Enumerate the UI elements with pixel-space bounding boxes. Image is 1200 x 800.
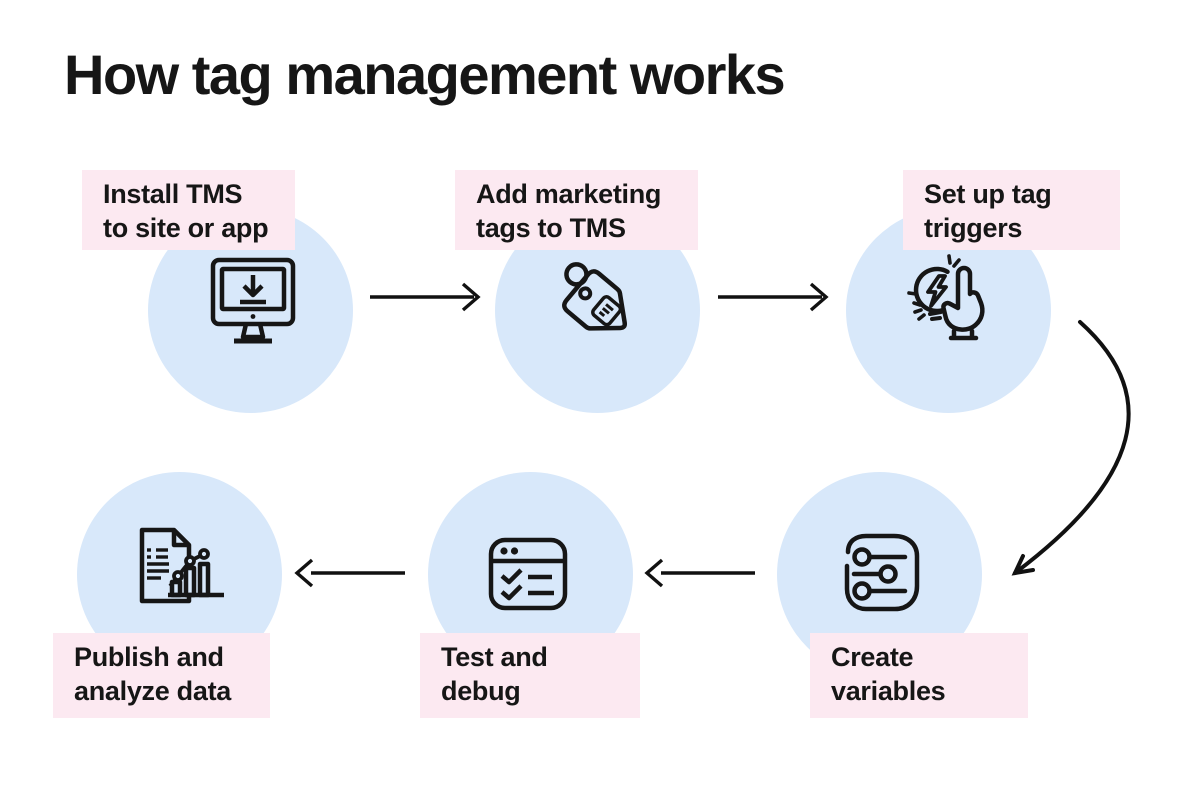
arrow-step1-to-step2 xyxy=(370,282,481,312)
arrow-step4-to-step5 xyxy=(644,558,755,588)
sliders-icon xyxy=(832,524,932,624)
tap-lightning-icon xyxy=(902,250,1002,350)
arrow-step5-to-step6 xyxy=(294,558,405,588)
price-tag-icon xyxy=(549,255,649,355)
step-label: Test and debug xyxy=(420,633,640,718)
document-chart-icon xyxy=(132,522,232,622)
step-label: Set up tag triggers xyxy=(903,170,1120,250)
monitor-download-icon xyxy=(203,250,303,350)
step-label: Create variables xyxy=(810,633,1028,718)
step-label: Install TMS to site or app xyxy=(82,170,295,250)
step-label: Publish and analyze data xyxy=(53,633,270,718)
arrow-step2-to-step3 xyxy=(718,282,829,312)
page-title: How tag management works xyxy=(64,43,786,106)
checklist-window-icon xyxy=(478,524,578,624)
step-label: Add marketing tags to TMS xyxy=(455,170,698,250)
